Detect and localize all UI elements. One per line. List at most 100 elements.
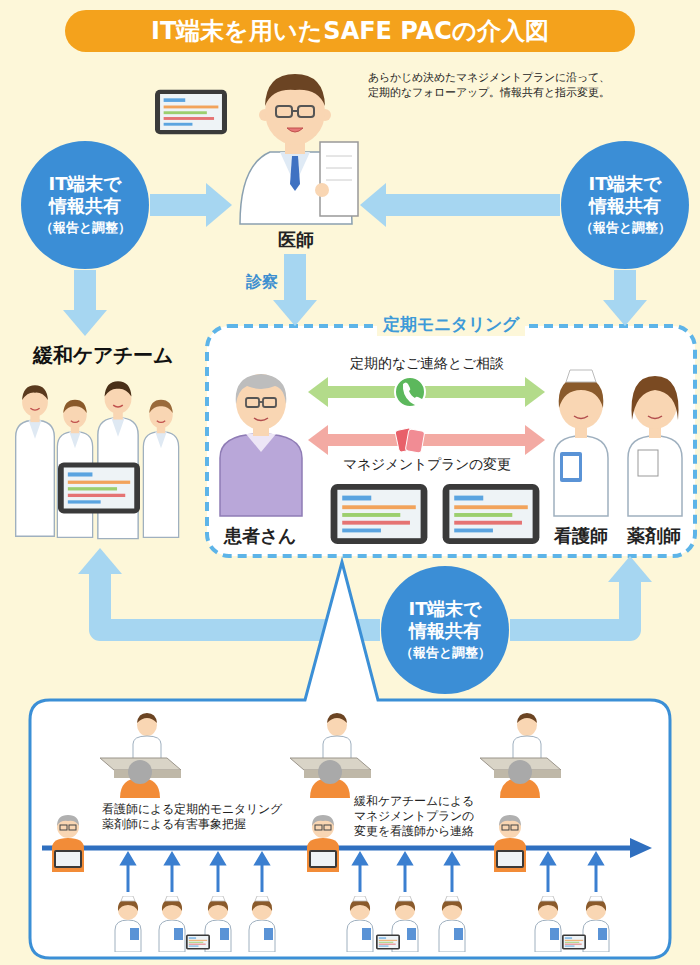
timeline-illustration [583, 896, 609, 952]
patient-illustration [259, 401, 263, 403]
edge-label: マネジメントプランの変更 [343, 456, 511, 474]
timeline-illustration [115, 896, 141, 952]
node-text: 定期モニタリング [377, 313, 525, 336]
timeline-illustration [399, 854, 411, 864]
arrow-head [608, 556, 652, 582]
timeline-illustration [186, 935, 210, 950]
arrow-shaft [284, 254, 306, 302]
timeline-illustration [547, 862, 550, 892]
timeline-illustration [52, 815, 84, 872]
node-text: （報告と調整） [40, 219, 131, 237]
patient-illustration [246, 434, 276, 452]
node-text: 患者さん [224, 524, 296, 548]
doctor-illustration [298, 106, 314, 117]
flow-arrow [308, 425, 545, 455]
circle-fill [381, 566, 509, 694]
timeline-illustration [307, 815, 339, 872]
node-text: （報告と調整） [580, 219, 671, 237]
pharmacist-illustration [628, 436, 682, 516]
node-text: IT端末で 情報共有 [404, 598, 487, 641]
timeline-illustration [159, 896, 185, 952]
patient-illustration [254, 418, 268, 421]
tablet-illustration [443, 484, 540, 544]
title-text: IT端末を用いたSAFE PACの介入図 [151, 15, 549, 47]
timeline-illustration [171, 862, 174, 892]
pharmacist-illustration [638, 450, 658, 476]
doctor-illustration [265, 74, 325, 106]
node-text: （報告と調整） [400, 644, 491, 662]
team-figure: 緩和ケアチーム [5, 336, 200, 548]
doctor-illustration [276, 106, 292, 117]
flow-arrow [360, 183, 560, 227]
nurse-illustration [560, 452, 582, 482]
patient-illustration [263, 398, 276, 407]
flow-arrow [150, 183, 232, 227]
arrow-head [525, 377, 545, 407]
flow-arrow [63, 270, 107, 336]
timeline-illustration [494, 815, 526, 872]
arrow-head [273, 300, 317, 326]
team-illustration [143, 400, 178, 538]
edge-label: 診察 [246, 272, 278, 293]
pharmacist-illustration [648, 416, 662, 419]
pharmacist-illustration [628, 376, 682, 516]
doctor-illustration [290, 156, 300, 191]
timeline-illustration [535, 896, 561, 952]
arrow-head [206, 183, 232, 227]
timeline-illustration [446, 854, 458, 864]
nurse-illustration [554, 436, 608, 516]
pharmacist-illustration [631, 376, 678, 420]
note-text: あらかじめ決めたマネジメントプランに沿って、 定期的なフォローアップ。情報共有と… [368, 70, 617, 100]
arrow-head [308, 425, 328, 455]
nurse-illustration [574, 416, 588, 419]
edge-label: 定期的なご連絡とご相談 [350, 355, 504, 373]
timeline-illustration [451, 862, 454, 892]
info-share-circle: IT端末で 情報共有 （報告と調整） [380, 565, 510, 695]
card-icon [405, 429, 425, 453]
doctor-illustration [326, 180, 352, 181]
tablet-illustration [331, 484, 428, 544]
timeline-illustration [256, 854, 268, 864]
timeline-illustration [290, 713, 371, 798]
label-holder: あらかじめ決めたマネジメントプランに沿って、 定期的なフォローアップ。情報共有と… [368, 70, 617, 100]
arrow-head [525, 425, 545, 455]
patient-illustration [236, 374, 287, 404]
team-illustration [58, 463, 140, 514]
doctor-figure: 医師 [232, 62, 360, 254]
nurse-illustration [566, 370, 596, 382]
patient-illustration [236, 374, 286, 430]
timeline-illustration [480, 713, 561, 798]
tablet-illustration [331, 484, 540, 544]
info-share-circle: IT端末で 情報共有（報告と調整） [20, 140, 150, 270]
timeline-illustration [359, 862, 362, 892]
info-share-circle: IT端末で 情報共有 （報告と調整） [560, 140, 690, 270]
doctor-illustration [292, 110, 298, 112]
doctor-illustration [326, 168, 352, 169]
arrow-head [360, 183, 386, 227]
pharmacist-figure: 薬剤師 [618, 358, 690, 550]
node-text: IT端末で 情報共有 [584, 173, 667, 216]
doctor-illustration [287, 128, 303, 132]
nurse-illustration [554, 370, 608, 516]
timeline-callout: 看護師による定期的モニタリング 薬剤師による有害事象把握 緩和ケアチームによる マ… [30, 700, 670, 958]
doctor-illustration [155, 90, 227, 135]
patient-figure: 患者さん [212, 372, 308, 550]
timeline-illustration [122, 854, 602, 892]
circle-fill [561, 141, 689, 269]
timeline-illustration [100, 713, 181, 798]
card-icon [395, 428, 425, 454]
label-holder: マネジメントプランの変更 [343, 456, 511, 474]
arrow-head [603, 300, 647, 326]
timeline-illustration [542, 854, 554, 864]
node-text: 看護師による定期的モニタリング 薬剤師による有害事象把握 [102, 802, 294, 832]
timeline-illustration [261, 862, 264, 892]
doctor-illustration [320, 142, 358, 216]
arrow-shaft [510, 580, 630, 630]
timeline-illustration [595, 862, 598, 892]
monitoring-region-outline [207, 326, 695, 556]
timeline-illustration [122, 854, 134, 864]
node-text: 緩和ケアチームによる マネジメントプランの 変更を看護師から連絡 [354, 794, 486, 839]
